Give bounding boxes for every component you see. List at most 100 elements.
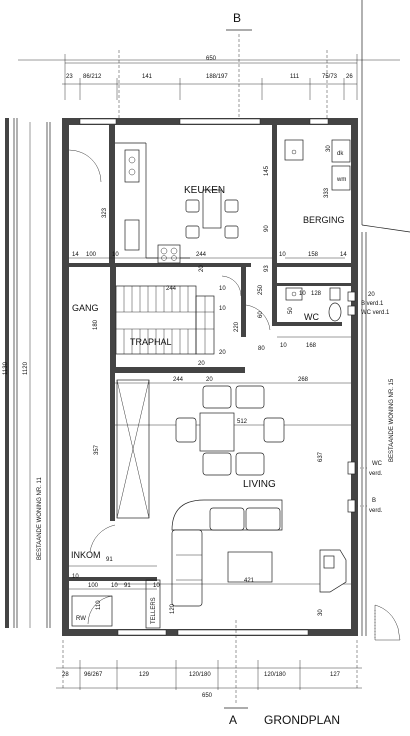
rw-cupboard xyxy=(71,595,113,627)
left-neighbour: 1130 1120 BESTAANDE WONING NR. 11 xyxy=(3,118,51,628)
wc-cistern xyxy=(329,287,341,301)
plan-title: GRONDPLAN xyxy=(264,713,340,727)
dim-label: 10 xyxy=(219,286,226,292)
dim-label: 91 xyxy=(124,583,131,589)
dim-label: 20 xyxy=(198,361,205,367)
dim-label: 244 xyxy=(196,252,207,258)
dim-label: 10 xyxy=(219,306,226,312)
fixture-label-wc: WC xyxy=(372,461,383,467)
room-label-wc: WC xyxy=(304,312,319,322)
kitchen: KEUKEN 323 145 90 xyxy=(68,142,270,264)
bottom-dimensions: 28 96/267 129 120/180 120/180 127 650 xyxy=(56,640,362,699)
dim-label: 357 xyxy=(94,444,100,455)
wc-sink xyxy=(285,287,303,301)
dim-label: 10 xyxy=(280,343,287,349)
meter-box xyxy=(347,461,356,475)
dim-label: 80 xyxy=(258,346,265,352)
section-marker-a: A xyxy=(224,620,248,727)
door-swing xyxy=(245,304,271,331)
meter-box xyxy=(347,499,356,513)
dim-label: 120 xyxy=(170,603,176,614)
chair-icon xyxy=(224,199,239,213)
room-label-berging: BERGING xyxy=(303,215,345,225)
coffee-table xyxy=(227,551,273,583)
sofa-cushion xyxy=(245,507,281,531)
dim-label: 14 xyxy=(340,252,347,258)
top-dimensions: 650 23 86/212 141 188/197 111 75/73 26 xyxy=(18,54,400,100)
dim-bottom-part: 127 xyxy=(330,672,341,678)
fixture-label-wc-verd: WC verd.1 xyxy=(361,310,390,316)
dim-label: 10 xyxy=(153,583,160,589)
dim-bottom-part: 96/267 xyxy=(84,672,103,678)
stove-door xyxy=(323,555,335,569)
chair-icon xyxy=(263,417,285,443)
dim-top-part: 23 xyxy=(66,74,73,80)
dim-label: 512 xyxy=(237,419,248,425)
section-marker-b-label: B xyxy=(233,11,241,25)
dim-bottom-part: 28 xyxy=(62,672,69,678)
dim-label: 180 xyxy=(93,319,99,330)
wall-cabinet xyxy=(116,379,150,519)
dim-label: 268 xyxy=(298,377,309,383)
dim-label: 333 xyxy=(324,187,330,198)
dim-label: 244 xyxy=(173,377,184,383)
dim-label: 10 xyxy=(299,291,306,297)
dim-label: 168 xyxy=(306,343,317,349)
dim-label: 421 xyxy=(244,578,255,584)
dim-label: 30 xyxy=(318,609,324,616)
dim-top-part: 86/212 xyxy=(83,74,102,80)
section-marker-a-label: A xyxy=(229,713,237,727)
interior-walls xyxy=(69,125,351,581)
dim-label: 93 xyxy=(264,265,270,272)
kitchen-sink xyxy=(124,149,140,183)
dim-label: 91 xyxy=(106,557,113,563)
dining-table xyxy=(202,189,222,229)
room-label-living: LIVING xyxy=(243,479,276,490)
right-neighbour: BESTAANDE WONING NR. 15 xyxy=(361,232,401,641)
chair-icon xyxy=(185,199,200,213)
fixture-label-verd-a: verd. xyxy=(369,471,383,477)
meter-box xyxy=(347,291,356,302)
fixture-label-b-verd: B verd.1 xyxy=(361,301,384,307)
dim-top-total: 650 xyxy=(206,56,217,62)
dim-label: 100 xyxy=(88,583,99,589)
inkom: INKOM 91 100 10 91 10 10 RW 110 TELLERS … xyxy=(69,524,324,629)
dim-top-part: 141 xyxy=(142,74,153,80)
dining-table xyxy=(199,412,235,452)
room-label-inkom: INKOM xyxy=(71,550,101,560)
room-label-traphal: TRAPHAL xyxy=(130,337,172,347)
dim-label: 10 xyxy=(72,574,79,580)
dim-label: 60 xyxy=(258,311,264,318)
kitchen-bottom-dims: 14 100 10 244 20 xyxy=(69,252,272,272)
meters-cupboard xyxy=(145,579,161,629)
fixture-label-wm: wm xyxy=(336,177,346,183)
dim-label: 14 xyxy=(72,252,79,258)
dim-bottom-total: 650 xyxy=(202,693,213,699)
dim-label: 323 xyxy=(102,207,108,218)
chair-icon xyxy=(175,417,197,443)
chair-icon xyxy=(202,385,232,409)
meter-box xyxy=(347,305,356,316)
fixture-label-b: B xyxy=(372,498,376,504)
dim-label: 110 xyxy=(96,600,102,610)
garden-wall xyxy=(374,604,401,641)
chair-icon xyxy=(235,385,265,409)
dim-label: 10 xyxy=(279,252,286,258)
dim-label: 20 xyxy=(219,350,226,356)
fixture-label-rw: RW xyxy=(76,616,86,622)
dim-label: 20 xyxy=(206,377,213,383)
dim-label: 90 xyxy=(264,225,270,232)
dim-bottom-part: 120/180 xyxy=(264,672,286,678)
dim-right-total: 637 xyxy=(318,451,324,462)
chair-icon xyxy=(235,452,265,476)
dim-label: 10 xyxy=(111,583,118,589)
kitchen-cabinet xyxy=(124,219,140,251)
dim-left-total-b: 1120 xyxy=(23,361,29,375)
dim-bottom-part: 120/180 xyxy=(189,672,211,678)
dim-top-part: 75/73 xyxy=(322,74,338,80)
room-label-keuken: KEUKEN xyxy=(184,185,225,196)
exterior-walls xyxy=(62,118,358,636)
fixture-label-verd-b: verd. xyxy=(369,508,383,514)
door-swing xyxy=(68,149,102,183)
